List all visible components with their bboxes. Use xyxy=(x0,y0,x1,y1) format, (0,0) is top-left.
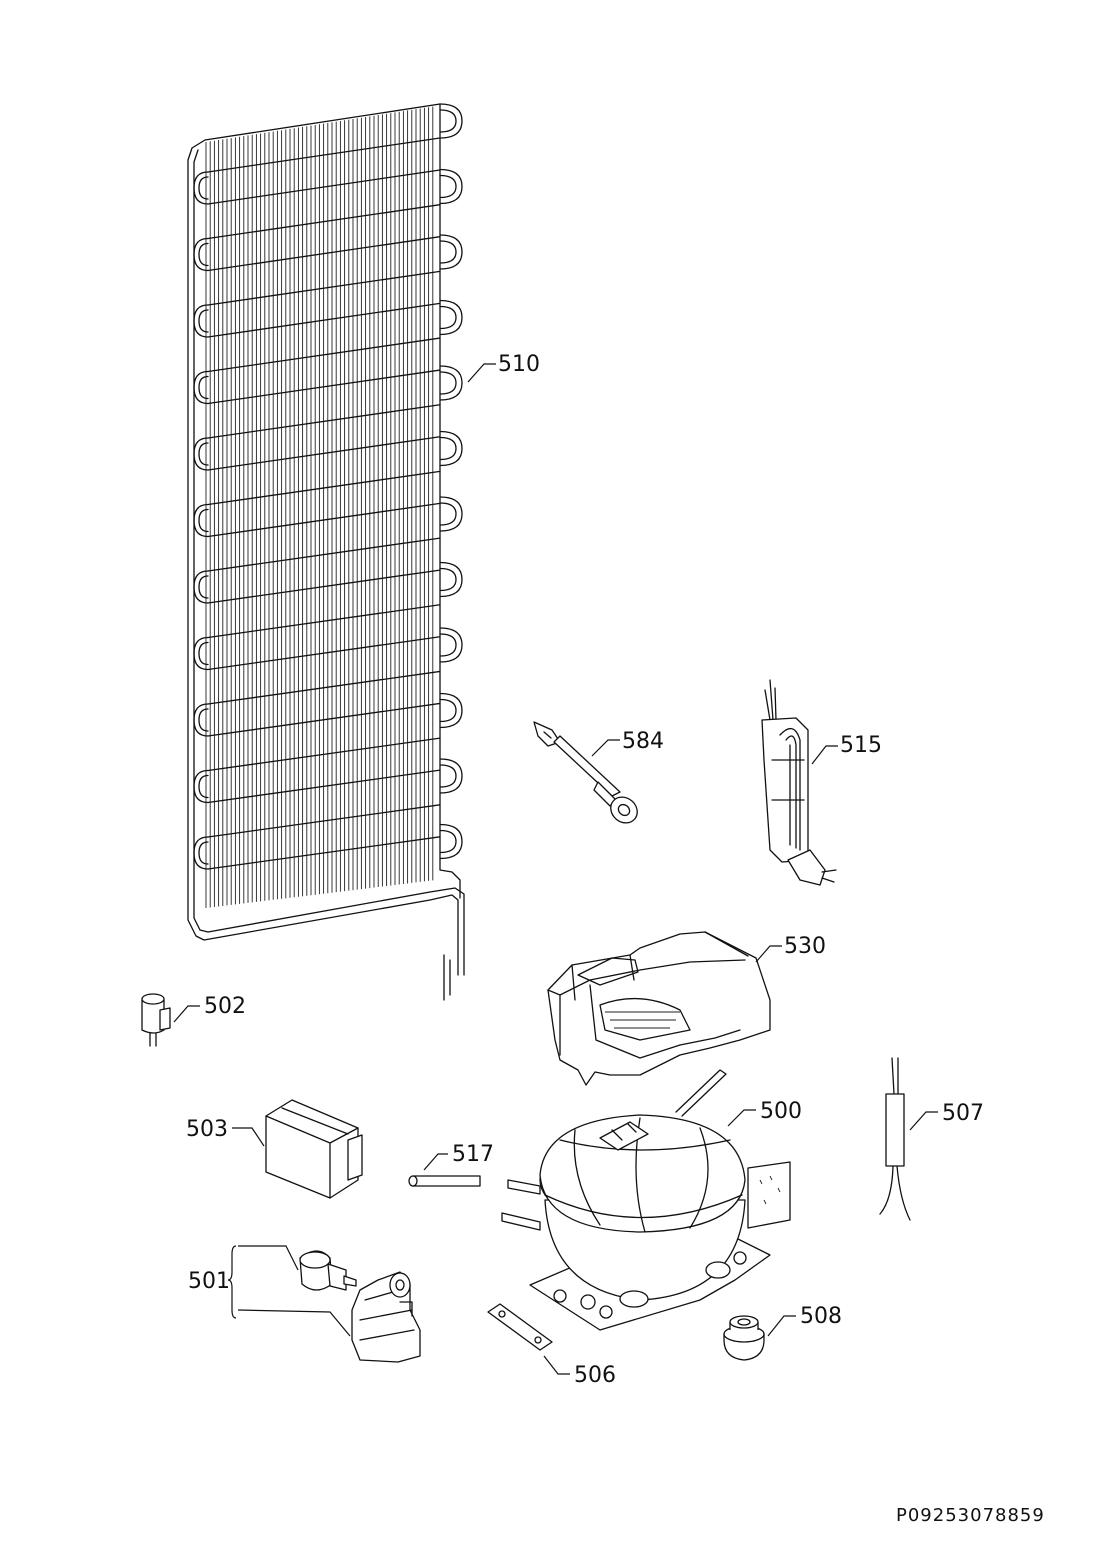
label-515: 515 xyxy=(840,733,882,758)
label-517: 517 xyxy=(452,1142,494,1167)
pipe-517[interactable] xyxy=(408,1175,481,1187)
label-501: 501 xyxy=(188,1269,230,1294)
filter-drier-507[interactable] xyxy=(879,1057,911,1221)
grommet-508[interactable] xyxy=(723,1315,765,1361)
condenser-510[interactable] xyxy=(187,103,465,1001)
part-labels: 510 584 515 530 502 503 517 500 507 501 … xyxy=(186,352,984,1388)
condenser-tube-bends xyxy=(193,103,463,870)
label-510: 510 xyxy=(498,352,540,377)
label-584: 584 xyxy=(622,729,664,754)
heater-515[interactable] xyxy=(761,679,837,886)
label-507: 507 xyxy=(942,1101,984,1126)
clamp-584[interactable] xyxy=(533,721,642,828)
relay-502[interactable] xyxy=(141,993,171,1047)
label-503: 503 xyxy=(186,1117,228,1142)
label-500: 500 xyxy=(760,1099,802,1124)
mounting-plate-506[interactable] xyxy=(487,1303,553,1351)
label-502: 502 xyxy=(204,994,246,1019)
starter-kit-501[interactable] xyxy=(299,1250,421,1363)
compressor-500[interactable] xyxy=(501,1069,791,1331)
label-506: 506 xyxy=(574,1363,616,1388)
relay-cover-503[interactable] xyxy=(265,1099,363,1199)
drip-tray-530[interactable] xyxy=(547,931,771,1086)
label-508: 508 xyxy=(800,1304,842,1329)
label-530: 530 xyxy=(784,934,826,959)
condenser-wire-mesh xyxy=(205,106,434,908)
leader-lines xyxy=(173,363,938,1375)
drawing-code: P09253078859 xyxy=(896,1505,1045,1526)
